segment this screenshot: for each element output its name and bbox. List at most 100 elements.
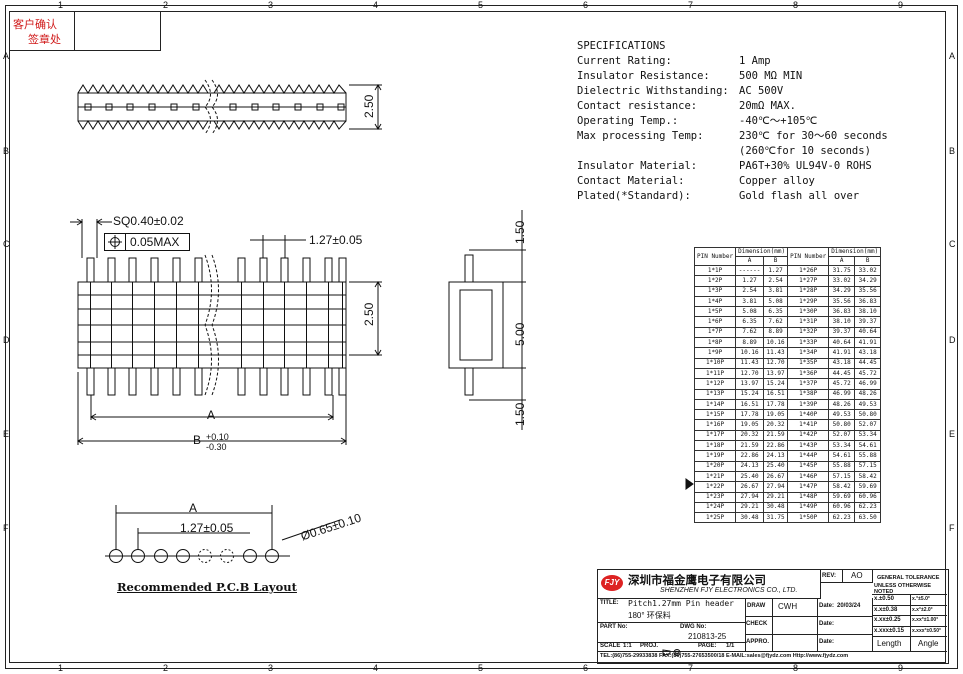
side-top-dim: 1.50 [513, 220, 527, 244]
table-cell: 1*2P [693, 275, 737, 287]
table-cell: 2.54 [735, 285, 764, 297]
tolerance-header-1: GENERAL TOLERANCE [877, 575, 940, 581]
spec-row: Plated(*Standard):Gold flash all over [577, 189, 888, 204]
zone-row-label: C [949, 239, 956, 249]
top-view-pin-square [272, 103, 280, 111]
front-view-pin-bottom [302, 367, 311, 396]
date-label: Date: [819, 603, 835, 609]
table-cell: 52.07 [828, 429, 856, 442]
tolerance-length-cell: x.x±0.38 [872, 604, 911, 616]
table-cell: 58.42 [854, 470, 882, 483]
table-cell: B [762, 256, 789, 266]
table-cell: 7.62 [762, 316, 789, 328]
tolerance-angle-cell: x.xx°±1.00° [910, 615, 947, 627]
table-cell: 1*43P [787, 440, 830, 452]
spec-value: 230℃ for 30～60 seconds [739, 130, 888, 142]
zone-col-label: 6 [583, 663, 589, 673]
table-cell: 62.23 [854, 501, 882, 514]
front-view-pin-bottom [150, 367, 159, 396]
rev-label: REV: [822, 573, 837, 579]
table-cell: 21.59 [735, 440, 764, 452]
spec-key: Max processing Temp: [577, 130, 704, 142]
table-cell: 16.51 [735, 398, 764, 411]
sq-pin-dim: SQ0.40±0.02 [113, 214, 184, 228]
table-cell: 1*26P [787, 264, 830, 277]
tolerance-angle-cell: x.xxx°±0.50° [910, 626, 947, 637]
spec-row: Insulator Resistance:500 MΩ MIN [577, 69, 888, 84]
table-cell: 5.08 [762, 295, 789, 308]
pcb-hole [265, 549, 279, 563]
spec-key: Insulator Material: [577, 160, 698, 172]
length-label: Length [877, 639, 902, 648]
table-cell: 1.27 [735, 275, 764, 287]
table-cell: 1*5P [693, 306, 737, 318]
zone-row-label: E [949, 429, 956, 439]
table-cell: 52.07 [854, 419, 882, 431]
front-view-pin-bottom [280, 367, 289, 396]
table-cell: 20.32 [735, 429, 764, 442]
table-cell: 10.16 [735, 347, 764, 359]
spec-key: Operating Temp.: [577, 115, 679, 127]
table-cell: 10.16 [762, 337, 789, 349]
part-no-label: PART No: [600, 624, 628, 630]
table-cell: 1*29P [787, 295, 830, 308]
zone-col-label: 2 [163, 663, 169, 673]
zone-col-label: 9 [898, 663, 904, 673]
zone-col-label: 3 [268, 0, 274, 10]
table-cell: A [735, 256, 764, 266]
table-cell: 13.97 [762, 367, 789, 380]
table-cell: 1*27P [787, 275, 830, 287]
table-cell: 1*15P [693, 409, 737, 421]
front-view-pin-top [324, 257, 333, 283]
tolerance-header-2: UNLESS OTHERWISE NOTED [874, 583, 932, 595]
table-cell: 1*16P [693, 419, 737, 431]
table-cell: 11.43 [762, 347, 789, 359]
table-cell: 36.83 [854, 295, 882, 308]
table-cell: 1*38P [787, 388, 830, 400]
table-cell: 60.96 [854, 491, 882, 503]
spec-key: Current Rating: [577, 55, 672, 67]
spec-key: Dielectric Withstanding: [577, 85, 729, 97]
check-cell [772, 616, 818, 635]
table-cell: 1*44P [787, 450, 830, 462]
tolerance-length: x.xxx±0.15 [874, 627, 904, 634]
tolerance-angle-cell: x.°±5.0° [910, 594, 947, 606]
table-cell: 1*48P [787, 491, 830, 503]
table-cell: 38.10 [854, 306, 882, 318]
spec-value: 20mΩ MAX. [739, 100, 796, 112]
zone-col-label: 9 [898, 0, 904, 10]
title-line-1: Pitch1.27mm Pin header [628, 599, 734, 608]
zone-col-label: 7 [688, 663, 694, 673]
front-view-pin-bottom [259, 367, 268, 396]
front-view-pin-top [150, 257, 159, 283]
table-cell: 1.27 [762, 264, 789, 277]
pcb-pitch-dim: 1.27±0.05 [180, 521, 234, 535]
table-cell: 1*35P [787, 357, 830, 369]
pcb-hole [131, 549, 145, 563]
top-view-pin-square [294, 103, 302, 111]
table-cell: 20.32 [762, 419, 789, 431]
tolerance-length-cell: x.xxx±0.15 [872, 625, 911, 637]
zone-col-label: 2 [163, 0, 169, 10]
customer-confirm-stamp-box: 客户确认 签章处 [9, 11, 161, 51]
table-cell: 1*36P [787, 367, 830, 380]
zone-col-label: 4 [373, 663, 379, 673]
page-value: 1/1 [726, 643, 735, 649]
draw-cell: CWH [772, 598, 818, 617]
table-cell: 1*3P [693, 285, 737, 297]
table-cell: 55.88 [854, 450, 882, 462]
drawing-frame [5, 5, 958, 669]
table-cell: 17.78 [735, 409, 764, 421]
tolerance-angle-cell: x.x°±2.0° [910, 605, 947, 616]
table-cell: 1*14P [693, 398, 737, 411]
table-cell: 36.83 [828, 306, 856, 318]
front-view-pin-bottom [128, 367, 137, 396]
front-view-pin-top [338, 257, 347, 283]
